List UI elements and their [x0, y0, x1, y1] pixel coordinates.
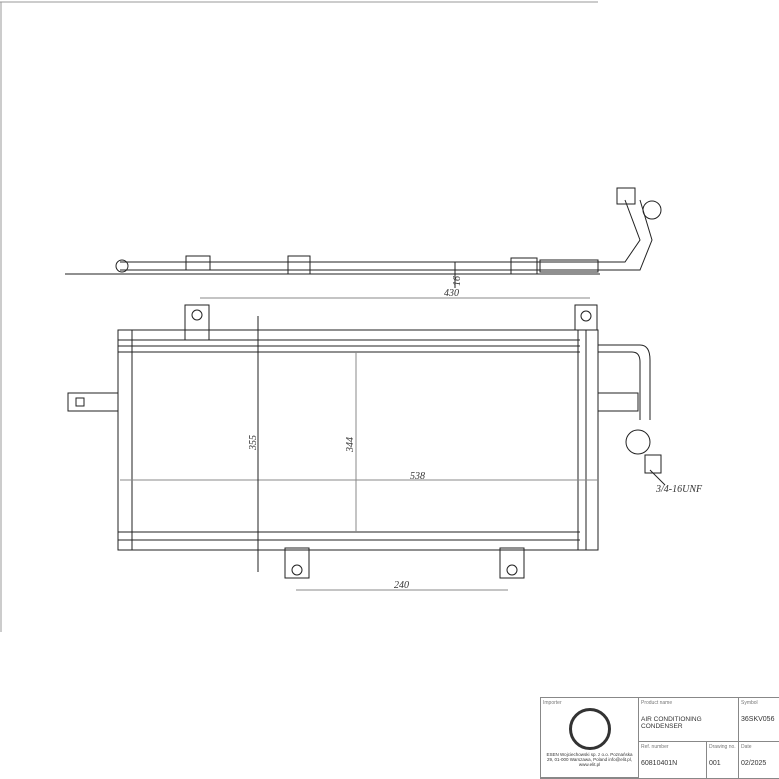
dim-538: 538: [410, 471, 425, 482]
dim-16: 16: [452, 276, 463, 286]
top-view: [65, 187, 662, 288]
dim-240: 240: [394, 580, 409, 591]
symbol-label: Symbol: [741, 700, 758, 706]
drawing-label: Drawing no.: [709, 744, 736, 750]
thread-label: 3/4-16UNF: [655, 484, 703, 495]
symbol: 36SKV056: [741, 716, 775, 723]
dim-355: 355: [248, 435, 259, 451]
product-name-label: Product name: [641, 700, 673, 706]
company-logo: [568, 708, 611, 750]
product-name: AIR CONDITIONING CONDENSER: [641, 716, 702, 730]
dim-430: 430: [444, 288, 459, 299]
date-label: Date: [741, 744, 752, 750]
ref-label: Ref. number: [641, 744, 669, 750]
importer-text: ESEN Wojciechowski sp. z o.o. Poznańska …: [546, 752, 633, 767]
date: 02/2025: [741, 760, 767, 767]
title-block: Importer ESEN Wojciechowski sp. z o.o. P…: [540, 697, 779, 779]
drawing-number: 001: [709, 760, 721, 767]
importer-label: Importer: [543, 700, 562, 706]
front-view: [67, 297, 666, 591]
ref-number: 60810401N: [641, 760, 678, 767]
dim-344: 344: [345, 437, 356, 453]
